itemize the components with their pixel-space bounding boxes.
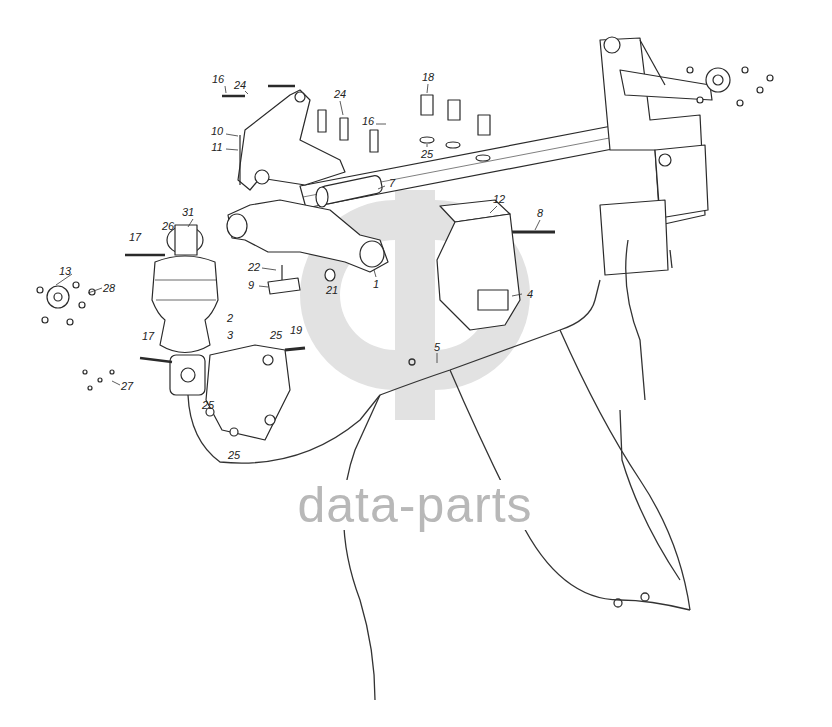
callout-number: 18 bbox=[421, 72, 435, 83]
callout-number: 26 bbox=[161, 221, 175, 232]
callout-number: 31 bbox=[181, 207, 195, 218]
callout-number: 25 bbox=[227, 450, 241, 461]
callout-number: 28 bbox=[102, 283, 116, 294]
callout-number: 3 bbox=[226, 330, 234, 341]
callout-number: 5 bbox=[433, 342, 441, 353]
callout-number: 25 bbox=[420, 149, 434, 160]
callout-number: 4 bbox=[526, 289, 534, 300]
callout-number: 24 bbox=[233, 80, 247, 91]
callout-number: 25 bbox=[269, 330, 283, 341]
callout-number: 25 bbox=[201, 400, 215, 411]
callout-number: 16 bbox=[211, 74, 225, 85]
callout-number: 10 bbox=[210, 126, 224, 137]
callout-number: 12 bbox=[492, 194, 506, 205]
callout-number: 17 bbox=[128, 232, 142, 243]
callout-number: 1 bbox=[372, 279, 380, 290]
callout-number: 22 bbox=[247, 262, 261, 273]
callout-number: 27 bbox=[120, 381, 134, 392]
callout-number: 2 bbox=[226, 313, 234, 324]
watermark-text: data-parts bbox=[293, 480, 536, 530]
callout-number: 13 bbox=[58, 266, 72, 277]
callout-number: 7 bbox=[388, 178, 396, 189]
callout-number: 19 bbox=[289, 325, 303, 336]
callout-number: 16 bbox=[361, 116, 375, 127]
callout-number: 21 bbox=[325, 285, 339, 296]
callout-number: 17 bbox=[141, 331, 155, 342]
callout-number: 24 bbox=[333, 89, 347, 100]
callout-number: 8 bbox=[536, 208, 544, 219]
callout-number: 11 bbox=[210, 142, 223, 153]
callout-number: 9 bbox=[247, 280, 255, 291]
